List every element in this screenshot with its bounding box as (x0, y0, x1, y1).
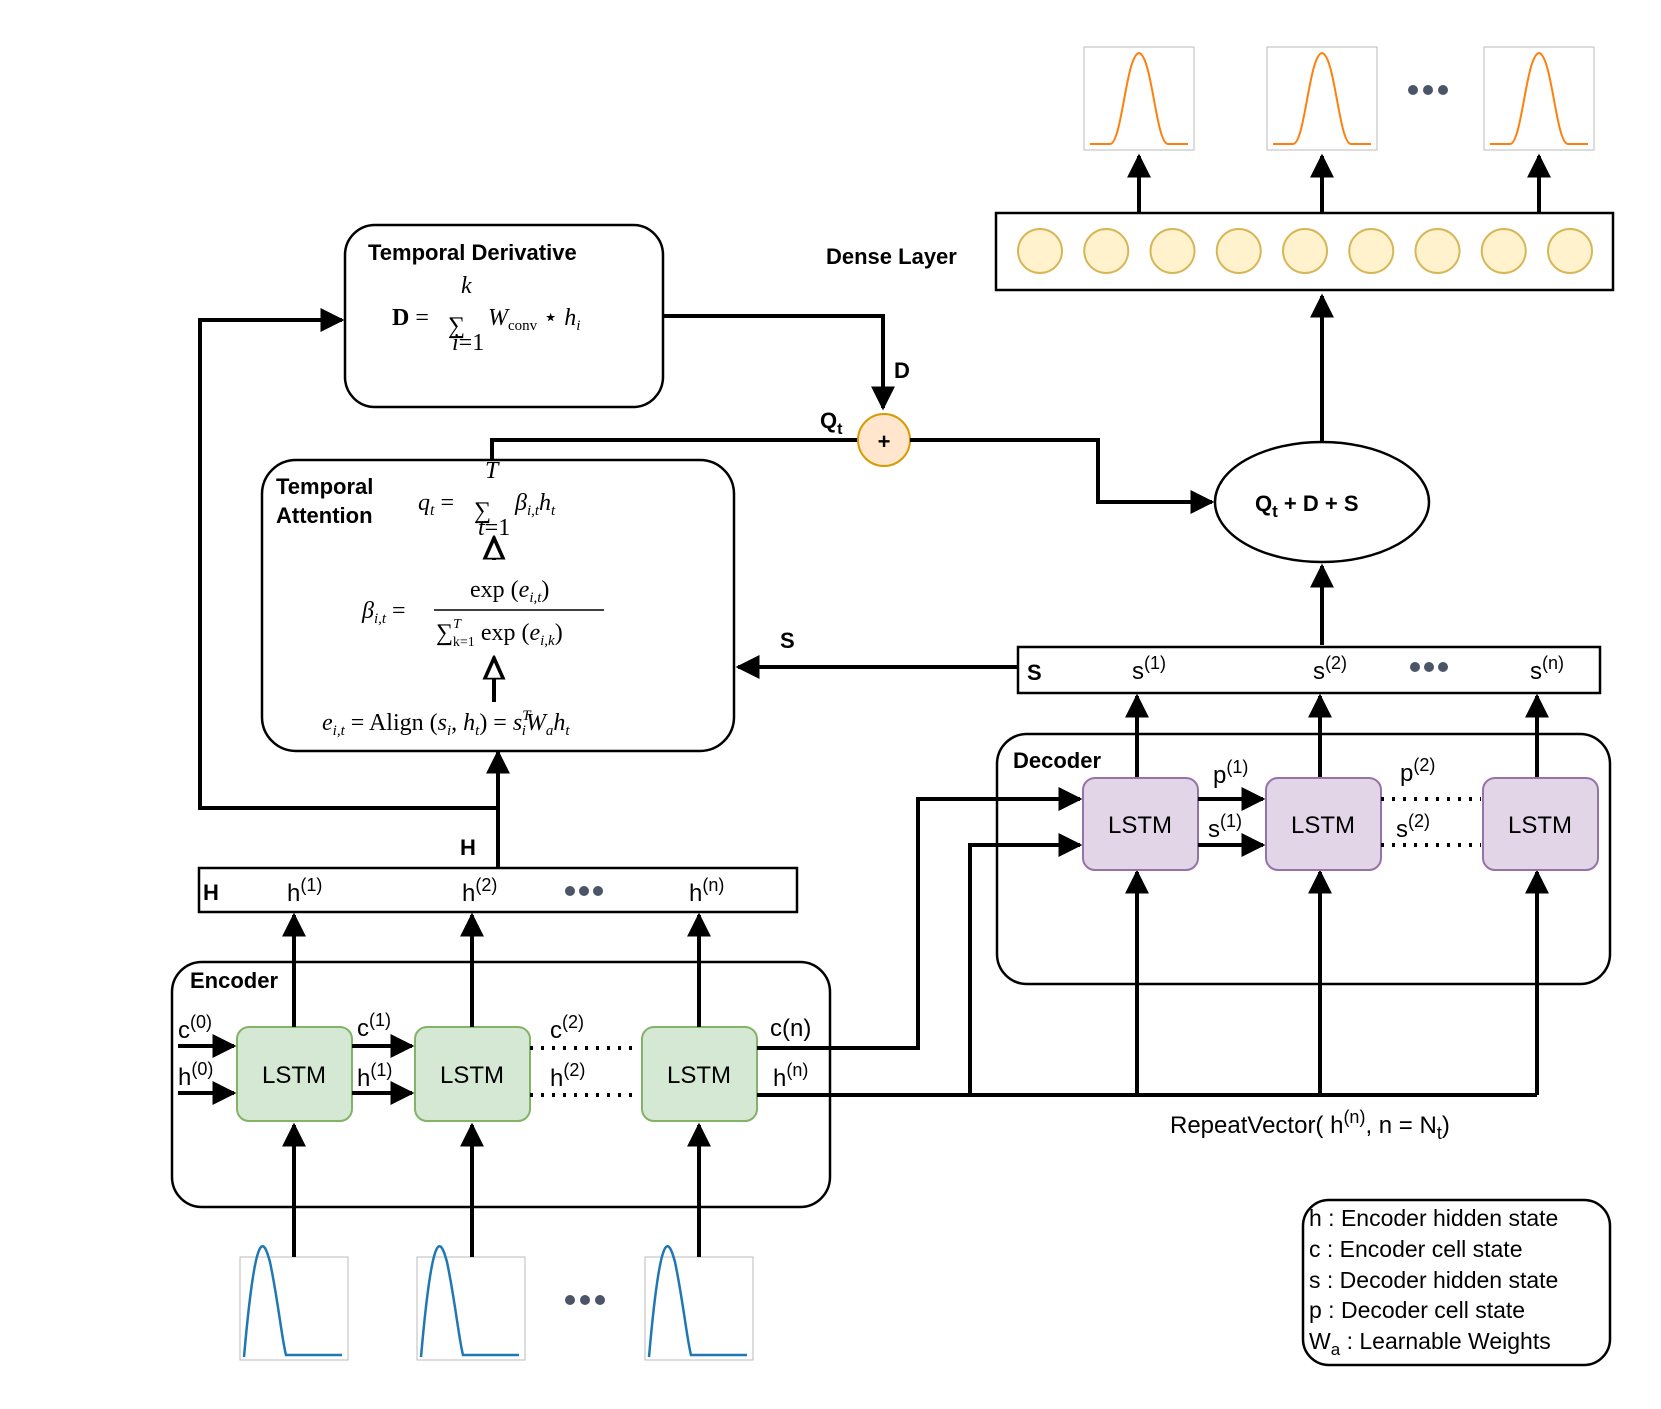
s-bar-sn: s(n) (1530, 653, 1564, 685)
arrow-H-label: H (460, 835, 476, 860)
svg-text:qt =: qt = (418, 490, 454, 519)
decoder-state-bar-label: S (1027, 660, 1042, 685)
dense-neuron (1149, 228, 1196, 274)
legend-item-h: h : Encoder hidden state (1309, 1205, 1558, 1231)
output-plot-2 (1266, 46, 1378, 151)
svg-text:t=1: t=1 (478, 515, 510, 541)
label-Qt: Qt (820, 408, 843, 438)
label-s1: s(1) (1208, 811, 1242, 843)
sum-node: + (857, 413, 911, 467)
svg-text:i=1: i=1 (452, 330, 484, 356)
decoder-title: Decoder (1013, 748, 1101, 773)
svg-text:LSTM: LSTM (667, 1062, 731, 1089)
decoder-lstm-n: LSTM (1482, 777, 1599, 871)
ellipsis-outputs (1408, 85, 1448, 95)
s-bar-s2: s(2) (1313, 653, 1347, 685)
label-h1: h(1) (357, 1060, 392, 1092)
svg-text:Qt + D + S: Qt + D + S (1255, 491, 1359, 521)
label-hn: h(n) (773, 1060, 808, 1092)
label-c1: c(1) (357, 1010, 391, 1042)
label-D: D (894, 358, 910, 383)
svg-text:LSTM: LSTM (1508, 812, 1572, 839)
input-plot-2 (416, 1245, 526, 1361)
h-bar-h1: h(1) (287, 875, 322, 907)
temporal-attention-title-1: Temporal (276, 474, 373, 499)
encoder-lstm-2: LSTM (414, 1026, 531, 1122)
decoder-state-bar (1016, 645, 1602, 695)
svg-text:T: T (485, 458, 500, 484)
label-h0: h(0) (178, 1059, 213, 1091)
temporal-attention-box (260, 458, 736, 753)
arrow-H-to-derivative (198, 308, 498, 810)
s-bar-s1: s(1) (1132, 653, 1166, 685)
arrow-hn-to-decoder (968, 833, 1083, 1095)
encoder-title: Encoder (190, 968, 278, 993)
output-plot-n (1483, 46, 1595, 151)
dense-neuron (1480, 228, 1527, 274)
ellipsis-inputs (565, 1295, 605, 1305)
arrow-S-label: S (780, 628, 795, 653)
derivative-equation: D = ∑ k i=1 Wconv ⋆ hi (392, 273, 580, 356)
repeat-vector-label: RepeatVector( h(n), n = Nt) (1170, 1107, 1450, 1143)
arrow-cn-to-decoder (757, 787, 1083, 1050)
label-s2: s(2) (1396, 811, 1430, 843)
svg-text:∑: ∑ (448, 313, 465, 339)
h-bar-ellipsis (565, 886, 603, 896)
dense-neuron (1282, 228, 1328, 274)
label-c2: c(2) (550, 1012, 584, 1044)
legend-item-s: s : Decoder hidden state (1309, 1267, 1558, 1293)
dense-neuron (1348, 228, 1395, 274)
dense-neurons (1017, 228, 1593, 274)
svg-text:D =: D = (392, 305, 429, 331)
legend-item-p: p : Decoder cell state (1309, 1297, 1525, 1323)
decoder-lstm-2: LSTM (1265, 777, 1382, 871)
arrow-sum-to-combine (910, 438, 1215, 514)
dense-layer-label: Dense Layer (826, 244, 957, 269)
svg-text:∑: ∑ (474, 498, 491, 524)
arrow-derivative-to-sum (663, 314, 895, 411)
dense-neuron (1547, 228, 1593, 274)
temporal-attention-title-2: Attention (276, 503, 373, 528)
decoder-lstm-1: LSTM (1082, 777, 1199, 871)
dense-neuron (1215, 228, 1262, 274)
dense-neuron (1083, 228, 1130, 274)
svg-text:LSTM: LSTM (1108, 812, 1172, 839)
dense-neuron (1414, 228, 1461, 274)
encoder-lstm-n: LSTM (641, 1026, 758, 1122)
hidden-state-bar (197, 866, 799, 914)
hidden-state-bar-label: H (203, 880, 219, 905)
combine-node: Qt + D + S (1213, 440, 1431, 564)
h-bar-h2: h(2) (462, 875, 497, 907)
input-plot-1 (239, 1245, 349, 1361)
line-attention-to-sum (490, 438, 858, 460)
label-cn: c(n) (770, 1015, 811, 1042)
svg-text:LSTM: LSTM (262, 1062, 326, 1089)
dense-neuron (1017, 228, 1063, 274)
svg-text:LSTM: LSTM (1291, 812, 1355, 839)
temporal-derivative-title: Temporal Derivative (368, 240, 577, 265)
output-plot-1 (1083, 46, 1195, 151)
label-h2: h(2) (550, 1060, 585, 1092)
s-bar-ellipsis (1410, 662, 1448, 672)
h-bar-hn: h(n) (689, 875, 724, 907)
svg-text:βi,tht: βi,tht (514, 490, 556, 519)
label-c0: c(0) (178, 1012, 212, 1044)
label-p2: p(2) (1400, 755, 1435, 787)
label-p1: p(1) (1213, 757, 1248, 789)
input-plot-n (644, 1245, 754, 1361)
encoder-lstm-1: LSTM (236, 1026, 353, 1122)
svg-text:+: + (878, 429, 891, 454)
legend-item-wa: Wa : Learnable Weights (1309, 1328, 1551, 1359)
svg-text:LSTM: LSTM (440, 1062, 504, 1089)
legend-item-c: c : Encoder cell state (1309, 1236, 1523, 1262)
svg-text:k: k (461, 273, 472, 299)
legend-box (1301, 1198, 1612, 1367)
